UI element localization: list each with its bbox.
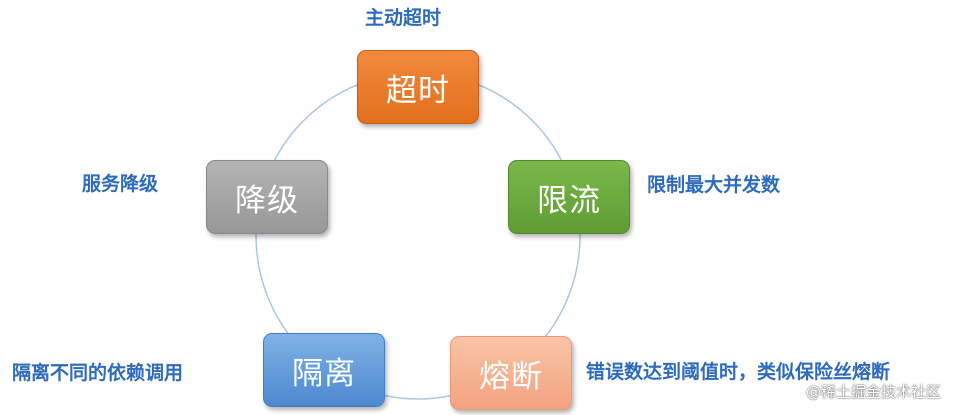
node-timeout: 超时 <box>357 50 479 124</box>
note-degradation: 服务降级 <box>82 173 159 195</box>
note-circuit-breaker: 错误数达到阈值时，类似保险丝熔断 <box>586 361 891 383</box>
node-circuit-breaker: 熔断 <box>450 336 572 410</box>
note-isolation: 隔离不同的依赖调用 <box>12 362 184 384</box>
note-rate-limit: 限制最大并发数 <box>647 174 781 196</box>
node-rate-limit: 限流 <box>508 160 630 234</box>
watermark: @稀土掘金技术社区 <box>806 383 942 401</box>
node-isolation: 隔离 <box>263 333 385 407</box>
note-timeout: 主动超时 <box>365 7 442 29</box>
node-degradation: 降级 <box>206 160 328 234</box>
